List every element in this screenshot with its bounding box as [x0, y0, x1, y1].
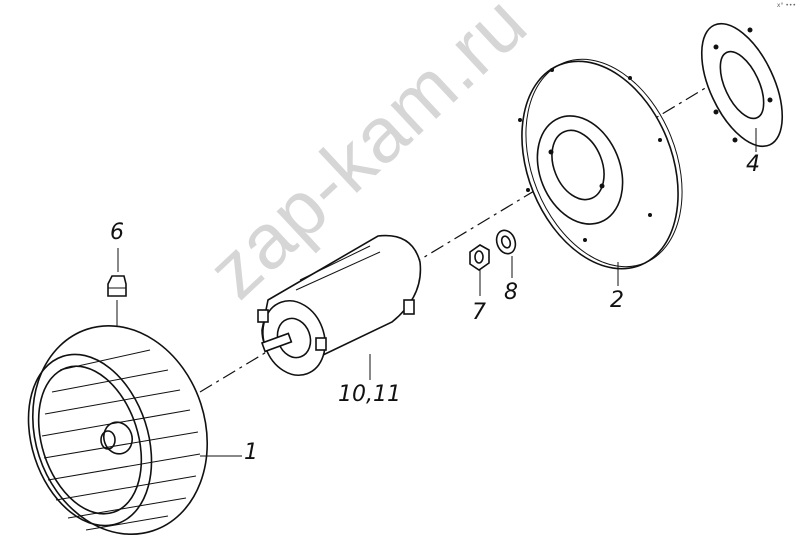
washer-part	[495, 229, 517, 255]
callout-fan: 1	[244, 440, 258, 465]
callout-washer: 8	[504, 280, 518, 305]
motor-part	[257, 234, 422, 376]
nut-part	[469, 244, 490, 271]
callout-flange-plate: 2	[610, 288, 624, 313]
corner-mark: x° •••	[776, 2, 796, 9]
fan-wheel-part	[27, 325, 209, 535]
flange-plate-part	[518, 58, 683, 270]
callout-nut: 7	[472, 300, 486, 325]
callout-gasket: 4	[746, 152, 760, 177]
gasket-part	[700, 22, 784, 148]
fitting-part	[107, 275, 127, 330]
callout-motor: 10,11	[338, 382, 401, 407]
leader-lines	[117, 128, 757, 457]
callout-fitting: 6	[110, 220, 124, 245]
